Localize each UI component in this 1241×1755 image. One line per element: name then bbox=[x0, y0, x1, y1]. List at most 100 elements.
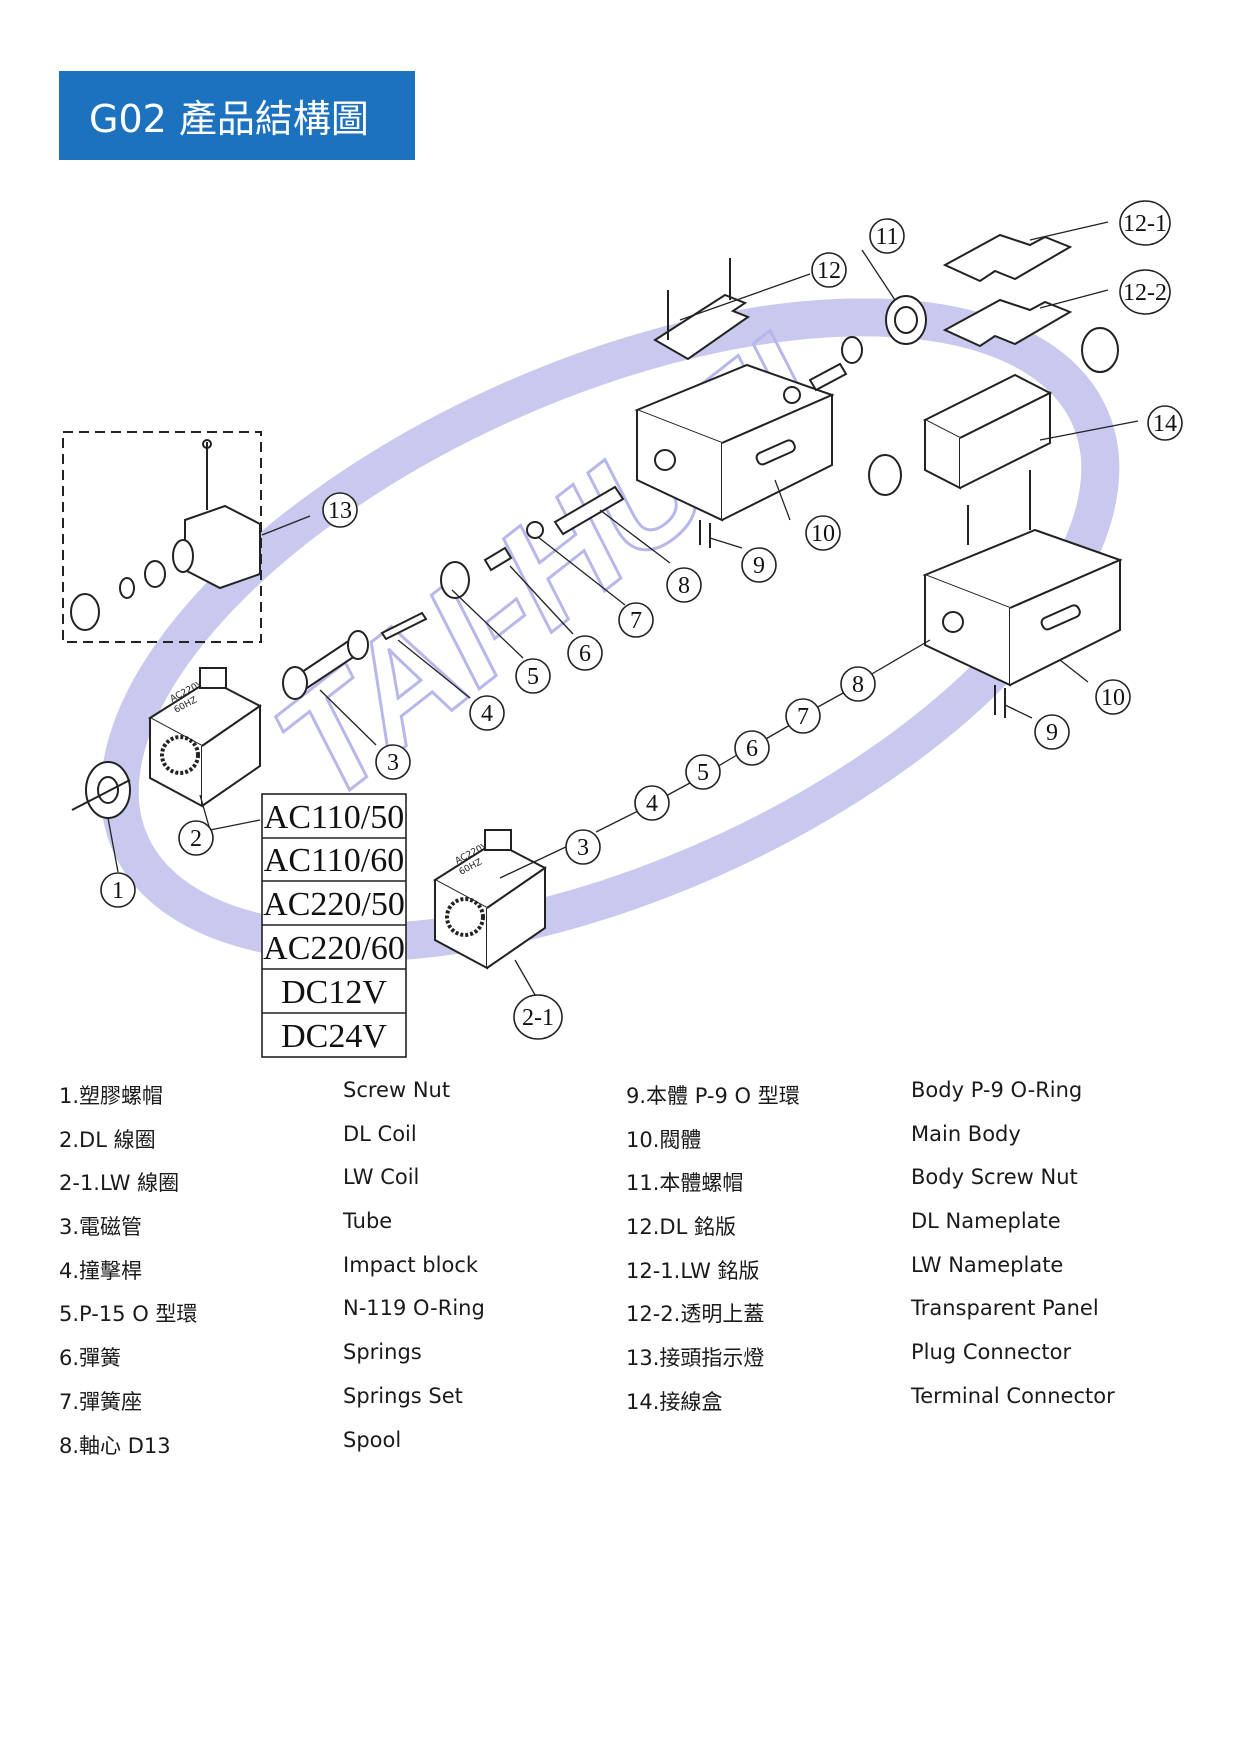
callout-1: 1 bbox=[100, 872, 136, 908]
svg-text:5: 5 bbox=[527, 664, 539, 690]
callout-12-2: 12-2 bbox=[1119, 269, 1171, 315]
callout-6-upper: 6 bbox=[567, 635, 603, 671]
callout-7-upper: 7 bbox=[618, 602, 654, 638]
voltage-ac110-60: AC110/60 bbox=[264, 842, 404, 879]
callout-12: 12 bbox=[811, 252, 847, 288]
part-en: Impact block bbox=[343, 1252, 479, 1277]
part-en: Body Screw Nut bbox=[911, 1165, 1078, 1190]
callout-6-lower: 6 bbox=[734, 730, 770, 766]
part-zh: 13.接頭指示燈 bbox=[626, 1346, 765, 1371]
part-en: Transparent Panel bbox=[911, 1296, 1099, 1321]
svg-text:3: 3 bbox=[387, 750, 399, 776]
callout-10-upper: 10 bbox=[805, 515, 841, 551]
svg-text:9: 9 bbox=[1046, 720, 1058, 746]
callout-3-lower: 3 bbox=[565, 829, 601, 865]
svg-text:2: 2 bbox=[190, 826, 202, 852]
parts-right-zh: 9.本體 P-9 O 型環 10.閥體 11.本體螺帽 12.DL 銘版 12-… bbox=[626, 1075, 800, 1425]
part-en: N-119 O-Ring bbox=[343, 1296, 485, 1321]
tube-chain bbox=[282, 485, 625, 700]
part-en: DL Coil bbox=[343, 1121, 417, 1146]
callout-12-1: 12-1 bbox=[1119, 200, 1171, 246]
screw-nut-drawing bbox=[71, 761, 131, 819]
callout-11: 11 bbox=[869, 218, 905, 254]
plug-connector-body bbox=[184, 504, 261, 590]
parts-legend: 1.塑膠螺帽 2.DL 線圈 2-1.LW 線圈 3.電磁管 4.撞擊桿 5.P… bbox=[0, 1075, 1241, 1475]
part-en: Springs bbox=[343, 1340, 422, 1365]
transparent-panel-drawing bbox=[942, 298, 1073, 348]
page-title: G02 產品結構圖 bbox=[59, 71, 415, 160]
page-title-text: G02 產品結構圖 bbox=[89, 97, 369, 141]
voltage-ac220-60: AC220/60 bbox=[263, 930, 405, 967]
dl-nameplate-drawing bbox=[653, 258, 751, 361]
part-zh: 7.彈簧座 bbox=[59, 1389, 143, 1414]
leader-lines bbox=[107, 221, 1139, 1001]
part-en: DL Nameplate bbox=[911, 1209, 1061, 1234]
svg-text:4: 4 bbox=[646, 791, 658, 817]
lower-chain-leaders bbox=[499, 639, 931, 879]
part-zh: 8.軸心 D13 bbox=[59, 1433, 171, 1458]
plug-connector-dashed-box bbox=[62, 431, 262, 643]
part-en: Terminal Connector bbox=[911, 1383, 1115, 1408]
part-en: Tube bbox=[343, 1209, 393, 1234]
lw-coil-drawing: AC220V 60HZ bbox=[433, 829, 547, 970]
svg-text:11: 11 bbox=[875, 224, 898, 250]
parts-left-zh: 1.塑膠螺帽 2.DL 線圈 2-1.LW 線圈 3.電磁管 4.撞擊桿 5.P… bbox=[59, 1075, 197, 1468]
callout-9-lower: 9 bbox=[1034, 714, 1070, 750]
part-en: LW Coil bbox=[343, 1165, 420, 1190]
svg-text:9: 9 bbox=[753, 553, 765, 579]
callout-5-upper: 5 bbox=[515, 658, 551, 694]
callout-7-lower: 7 bbox=[785, 698, 821, 734]
part-en: LW Nameplate bbox=[911, 1252, 1064, 1277]
part-zh: 4.撞擊桿 bbox=[59, 1258, 143, 1283]
parts-right-en: Body P-9 O-Ring Main Body Body Screw Nut… bbox=[911, 1069, 1115, 1419]
callout-9-upper: 9 bbox=[741, 547, 777, 583]
part-zh: 11.本體螺帽 bbox=[626, 1171, 744, 1196]
body-screw-nut-drawing bbox=[783, 295, 927, 404]
part-en: Plug Connector bbox=[911, 1340, 1072, 1365]
part-en: Screw Nut bbox=[343, 1078, 451, 1102]
svg-text:8: 8 bbox=[678, 573, 690, 599]
callout-14: 14 bbox=[1147, 405, 1183, 441]
dl-coil-drawing: AC220V 60HZ bbox=[148, 667, 262, 808]
part-en: Springs Set bbox=[343, 1383, 463, 1408]
callout-10-lower: 10 bbox=[1095, 679, 1131, 715]
svg-text:10: 10 bbox=[1101, 685, 1125, 711]
main-body-lower bbox=[922, 470, 1123, 718]
voltage-ac110-50: AC110/50 bbox=[264, 799, 404, 836]
svg-text:1: 1 bbox=[112, 878, 124, 904]
svg-text:4: 4 bbox=[481, 701, 493, 727]
callout-2-1: 2-1 bbox=[513, 994, 563, 1040]
part-zh: 2.DL 線圈 bbox=[59, 1127, 156, 1152]
callout-4-upper: 4 bbox=[469, 695, 505, 731]
callout-3-upper: 3 bbox=[375, 744, 411, 780]
part-zh: 12-1.LW 銘版 bbox=[626, 1258, 760, 1283]
terminal-connector-drawing bbox=[868, 327, 1119, 496]
svg-text:12: 12 bbox=[817, 258, 841, 284]
plug-nut-icon bbox=[70, 593, 100, 631]
callout-5-lower: 5 bbox=[685, 754, 721, 790]
part-zh: 2-1.LW 線圈 bbox=[59, 1171, 180, 1196]
voltage-table: AC110/50 AC110/60 AC220/50 AC220/60 DC12… bbox=[261, 793, 407, 1058]
svg-text:13: 13 bbox=[328, 498, 352, 524]
callout-13: 13 bbox=[322, 492, 358, 528]
svg-text:5: 5 bbox=[697, 760, 709, 786]
part-en: Spool bbox=[343, 1427, 402, 1452]
exploded-diagram: TAI-HUEI AC220V 60HZ bbox=[62, 200, 1183, 1058]
svg-text:12-1: 12-1 bbox=[1123, 211, 1167, 237]
watermark-ellipse bbox=[100, 298, 1120, 962]
main-body-upper bbox=[634, 363, 835, 548]
callout-8-lower: 8 bbox=[840, 666, 876, 702]
plug-connector-group bbox=[62, 431, 262, 643]
callout-8-upper: 8 bbox=[666, 567, 702, 603]
part-zh: 12.DL 銘版 bbox=[626, 1215, 736, 1240]
part-zh: 14.接線盒 bbox=[626, 1389, 723, 1414]
part-zh: 9.本體 P-9 O 型環 bbox=[626, 1084, 800, 1108]
svg-text:12-2: 12-2 bbox=[1123, 280, 1167, 306]
svg-text:6: 6 bbox=[746, 736, 758, 762]
part-zh: 6.彈簧 bbox=[59, 1346, 122, 1371]
lw-nameplate-drawing bbox=[942, 233, 1073, 283]
part-zh: 12-2.透明上蓋 bbox=[626, 1302, 765, 1327]
svg-text:7: 7 bbox=[797, 704, 809, 730]
callout-4-lower: 4 bbox=[634, 785, 670, 821]
svg-text:7: 7 bbox=[630, 608, 642, 634]
